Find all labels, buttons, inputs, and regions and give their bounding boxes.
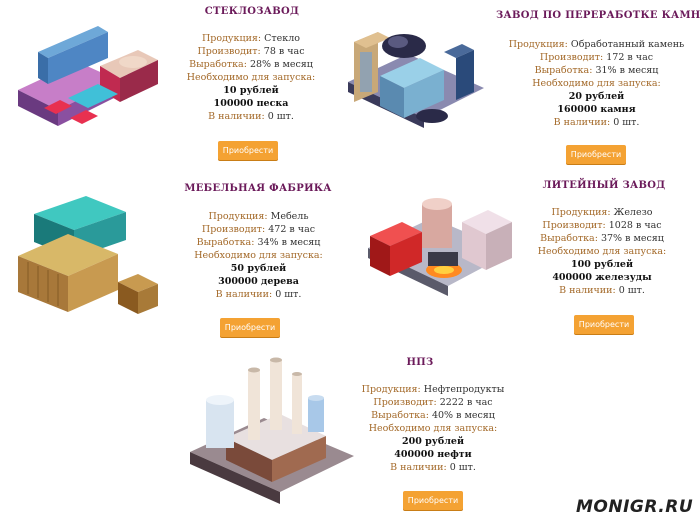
factory-title: НПЗ xyxy=(406,357,434,368)
available-line: В наличии: 0 шт. xyxy=(553,117,640,128)
material-value: 400000 нефти xyxy=(394,449,472,460)
available-line: В наличии: 0 шт. xyxy=(215,289,302,300)
product-line: Продукция: Обработанный камень xyxy=(508,39,685,50)
product-line: Продукция: Железо xyxy=(551,207,653,218)
needed-label: Необходимо для запуска: xyxy=(537,246,667,257)
available-line: В наличии: 0 шт. xyxy=(390,462,476,473)
produces-line: Производит: 2222 в час xyxy=(373,397,493,408)
output-line: Выработка: 34% в месяц xyxy=(196,237,321,248)
furniture-factory-illustration xyxy=(18,196,158,314)
buy-button[interactable]: Приобрести xyxy=(566,145,626,164)
glass-factory-illustration xyxy=(18,26,158,126)
output-line: Выработка: 28% в месяц xyxy=(189,59,313,70)
stone-factory-illustration xyxy=(348,32,484,128)
cost-value: 50 рублей xyxy=(230,263,287,274)
buy-button[interactable]: Приобрести xyxy=(218,141,278,160)
cost-value: 100 рублей xyxy=(571,259,633,270)
available-line: В наличии: 0 шт. xyxy=(208,111,294,122)
buy-button[interactable]: Приобрести xyxy=(574,315,634,334)
needed-label: Необходимо для запуска: xyxy=(194,250,323,261)
buy-button[interactable]: Приобрести xyxy=(403,491,463,510)
needed-label: Необходимо для запуска: xyxy=(368,423,498,434)
material-value: 100000 песка xyxy=(213,98,289,109)
material-value: 160000 камня xyxy=(557,104,636,115)
output-line: Выработка: 40% в месяц xyxy=(371,410,495,421)
factory-title: СТЕКЛОЗАВОД xyxy=(204,6,300,17)
cost-value: 10 рублей xyxy=(223,85,279,96)
foundry-illustration xyxy=(368,198,512,296)
produces-line: Производит: 472 в час xyxy=(201,224,316,235)
cost-value: 200 рублей xyxy=(402,436,464,447)
buy-button[interactable]: Приобрести xyxy=(220,318,280,337)
material-value: 300000 дерева xyxy=(218,276,299,287)
produces-line: Производит: 78 в час xyxy=(197,46,305,57)
factory-title: ЛИТЕЙНЫЙ ЗАВОД xyxy=(542,180,666,191)
watermark: MONIGR.RU xyxy=(576,497,694,517)
needed-label: Необходимо для запуска: xyxy=(186,72,316,83)
refinery-illustration xyxy=(190,357,354,504)
output-line: Выработка: 37% в месяц xyxy=(540,233,664,244)
cost-value: 20 рублей xyxy=(568,91,625,102)
available-line: В наличии: 0 шт. xyxy=(559,285,645,296)
product-line: Продукция: Стекло xyxy=(202,33,300,44)
needed-label: Необходимо для запуска: xyxy=(532,78,661,89)
factory-title: ЗАВОД ПО ПЕРЕРАБОТКЕ КАМНЯ xyxy=(496,10,700,21)
material-value: 400000 железуды xyxy=(552,272,652,283)
product-line: Продукция: Нефтепродукты xyxy=(361,384,505,395)
output-line: Выработка: 31% в месяц xyxy=(534,65,659,76)
produces-line: Производит: 172 в час xyxy=(539,52,654,63)
product-line: Продукция: Мебель xyxy=(208,211,309,222)
produces-line: Производит: 1028 в час xyxy=(542,220,662,231)
factory-title: МЕБЕЛЬНАЯ ФАБРИКА xyxy=(184,183,332,194)
